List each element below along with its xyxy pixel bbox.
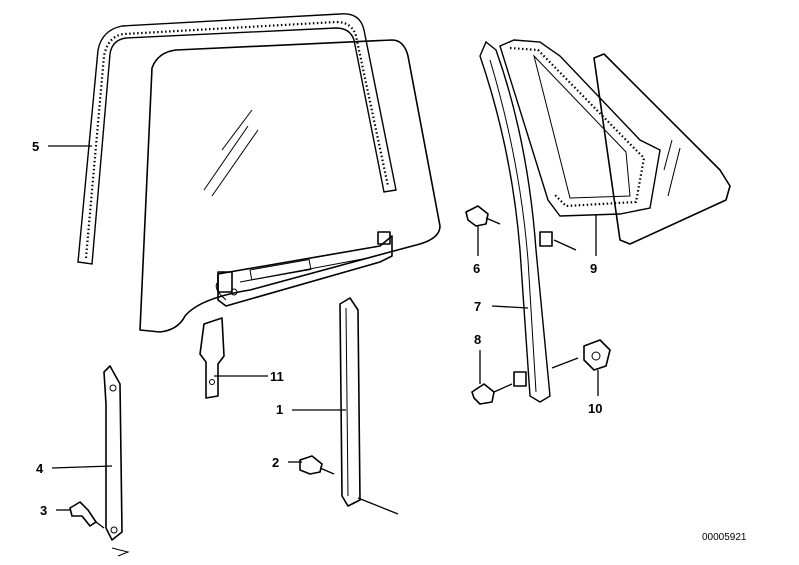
- reference-number: 00005921: [702, 532, 747, 543]
- callout-8: 8: [474, 332, 481, 347]
- callout-labels: 1 2 3 4 5 6 7 8 9 10 11 00005921: [32, 139, 747, 543]
- window-guide: [339, 297, 399, 515]
- callout-2: 2: [272, 455, 279, 470]
- screw-3: [69, 501, 105, 529]
- callout-6: 6: [473, 261, 480, 276]
- nut-7-plate: [539, 231, 553, 247]
- guide-rail-right: [479, 40, 551, 403]
- bracket: [199, 317, 225, 399]
- callout-10: 10: [588, 401, 602, 416]
- screw-2: [299, 455, 335, 475]
- callout-9: 9: [590, 261, 597, 276]
- callout-5: 5: [32, 139, 39, 154]
- leader-lines: [48, 145, 599, 511]
- callout-7: 7: [474, 299, 481, 314]
- window-channel-seal: [77, 13, 397, 265]
- door-glass: [139, 39, 441, 333]
- quarter-glass-seal: [499, 39, 661, 217]
- guide-rail-left: [103, 365, 130, 557]
- quarter-glass: [593, 53, 731, 245]
- callout-1: 1: [276, 402, 283, 417]
- screw-8: [471, 383, 513, 405]
- screw-6: [465, 205, 501, 227]
- callout-4: 4: [36, 461, 44, 476]
- clip-10: [583, 339, 611, 371]
- callout-3: 3: [40, 503, 47, 518]
- callout-11: 11: [270, 369, 284, 384]
- glass-lifter-rail: [215, 231, 393, 307]
